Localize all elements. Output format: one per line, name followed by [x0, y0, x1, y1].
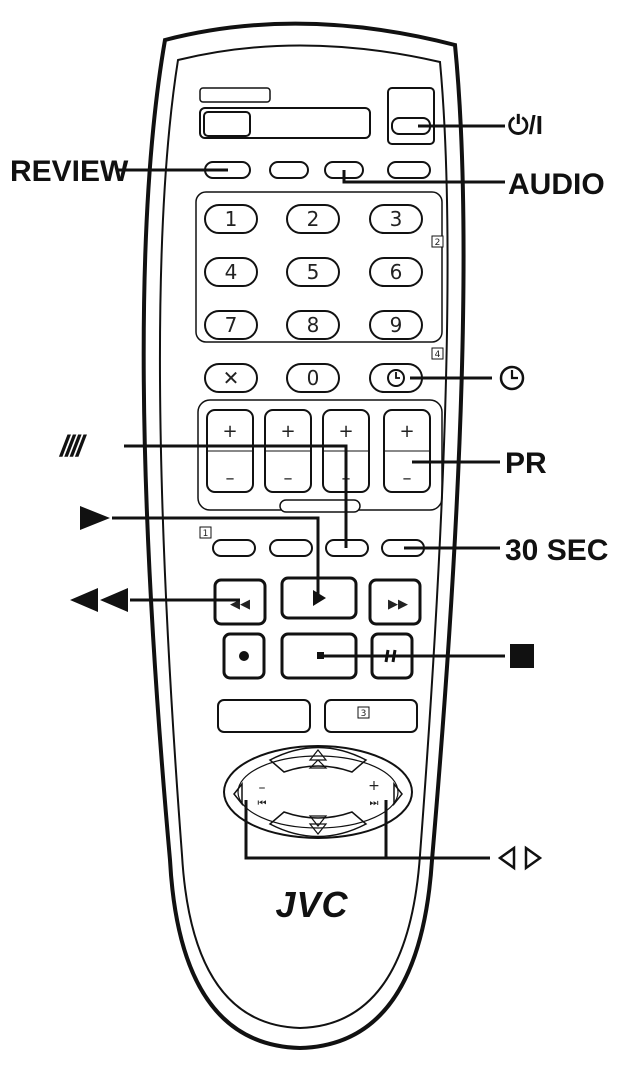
group-tag-3: 3 [357, 706, 370, 719]
record-button[interactable] [222, 632, 266, 680]
keypad-group [195, 191, 443, 343]
tracking-label: //// [58, 430, 87, 463]
plus-sign-3: + [338, 421, 353, 442]
oval-button-2[interactable] [269, 539, 313, 557]
record-key-icon [239, 651, 249, 661]
key-8-label: 8 [307, 313, 320, 337]
key-5[interactable] [286, 257, 340, 287]
right-arrow-label-icon [524, 845, 543, 871]
key-8[interactable] [286, 310, 340, 340]
nav-right-plus: + [368, 778, 380, 794]
svg-text:1: 1 [203, 529, 209, 539]
key-3[interactable] [369, 204, 423, 234]
group-tag-4: 4 [431, 347, 444, 360]
display-tab [203, 111, 251, 137]
svg-text:3: 3 [361, 709, 367, 719]
key-cancel[interactable] [204, 363, 258, 393]
top-slot [199, 87, 271, 103]
sec30-label: 30 SEC [505, 534, 608, 567]
key-4-label: 4 [225, 260, 238, 284]
key-3-label: 3 [390, 207, 403, 231]
power-label: ⏻/I [508, 110, 543, 140]
pr-label: PR [505, 447, 547, 480]
key-5-label: 5 [307, 260, 320, 284]
svg-text:2: 2 [435, 238, 441, 248]
fast-forward-button[interactable] [368, 578, 422, 626]
nav-left-minus: – [259, 780, 266, 796]
plus-sign-2: + [280, 421, 295, 442]
nav-up-button[interactable] [268, 746, 368, 773]
svg-text:4: 4 [435, 350, 441, 360]
nav-pad-inner [237, 755, 399, 829]
key-0-label: 0 [307, 366, 320, 390]
play-label-icon [80, 506, 110, 530]
display-window [199, 107, 371, 139]
skip-forward-icon: ⏭ [370, 798, 379, 809]
left-arrow-label-icon [497, 845, 516, 871]
key-1[interactable] [204, 204, 258, 234]
plus-sign-1: + [222, 421, 237, 442]
nav-left-arrow-icon[interactable] [233, 781, 243, 807]
key-6-label: 6 [390, 260, 403, 284]
key-9[interactable] [369, 310, 423, 340]
stop-label-icon [510, 644, 534, 668]
minus-sign-1: – [226, 468, 235, 489]
callout-tracking [124, 444, 348, 548]
key-1-label: 1 [225, 207, 238, 231]
timer-label-icon [499, 365, 525, 391]
key-7[interactable] [204, 310, 258, 340]
nav-pad [223, 745, 413, 839]
rocker-bottom-tab [279, 499, 361, 513]
group-tag-2: 2 [431, 235, 444, 248]
small-button-4[interactable] [387, 161, 431, 179]
remote-body-inner [158, 44, 449, 1030]
key-6[interactable] [369, 257, 423, 287]
key-2[interactable] [286, 204, 340, 234]
minus-sign-4: – [403, 468, 412, 489]
clock-icon [387, 369, 405, 387]
minus-sign-2: – [284, 468, 293, 489]
power-housing [387, 87, 435, 145]
wide-button-left[interactable] [217, 699, 311, 733]
brand-logo: JVC [275, 884, 348, 925]
callout-lines [112, 124, 505, 860]
nav-down-button[interactable] [268, 811, 368, 838]
small-button-2[interactable] [269, 161, 309, 179]
key-2-label: 2 [307, 207, 320, 231]
nav-right-arrow-icon[interactable] [393, 781, 403, 807]
stop-key-icon [317, 652, 324, 659]
key-9-label: 9 [390, 313, 403, 337]
callout-play [112, 516, 320, 598]
key-7-label: 7 [225, 313, 238, 337]
audio-label: AUDIO [508, 168, 605, 201]
rewind-label-icon [70, 588, 128, 612]
wide-button-right[interactable] [324, 699, 418, 733]
callout-lr [244, 800, 490, 860]
skip-back-icon: ⏮ [258, 798, 267, 809]
callout-audio [342, 170, 505, 184]
plus-sign-4: + [399, 421, 414, 442]
key-0[interactable] [286, 363, 340, 393]
group-tag-1: 1 [199, 526, 212, 539]
fast-forward-key-icon: ▶▶ [388, 597, 408, 612]
review-label: REVIEW [10, 155, 129, 188]
nav-up-arrow-icon [308, 749, 328, 769]
oval-button-1[interactable] [212, 539, 256, 557]
key-4[interactable] [204, 257, 258, 287]
key-cancel-label: ✕ [223, 366, 240, 390]
keypad: 1 2 3 4 5 6 7 8 9 ✕ 0 [204, 204, 423, 393]
nav-down-arrow-icon [308, 815, 328, 835]
rewind-button[interactable] [213, 578, 267, 626]
